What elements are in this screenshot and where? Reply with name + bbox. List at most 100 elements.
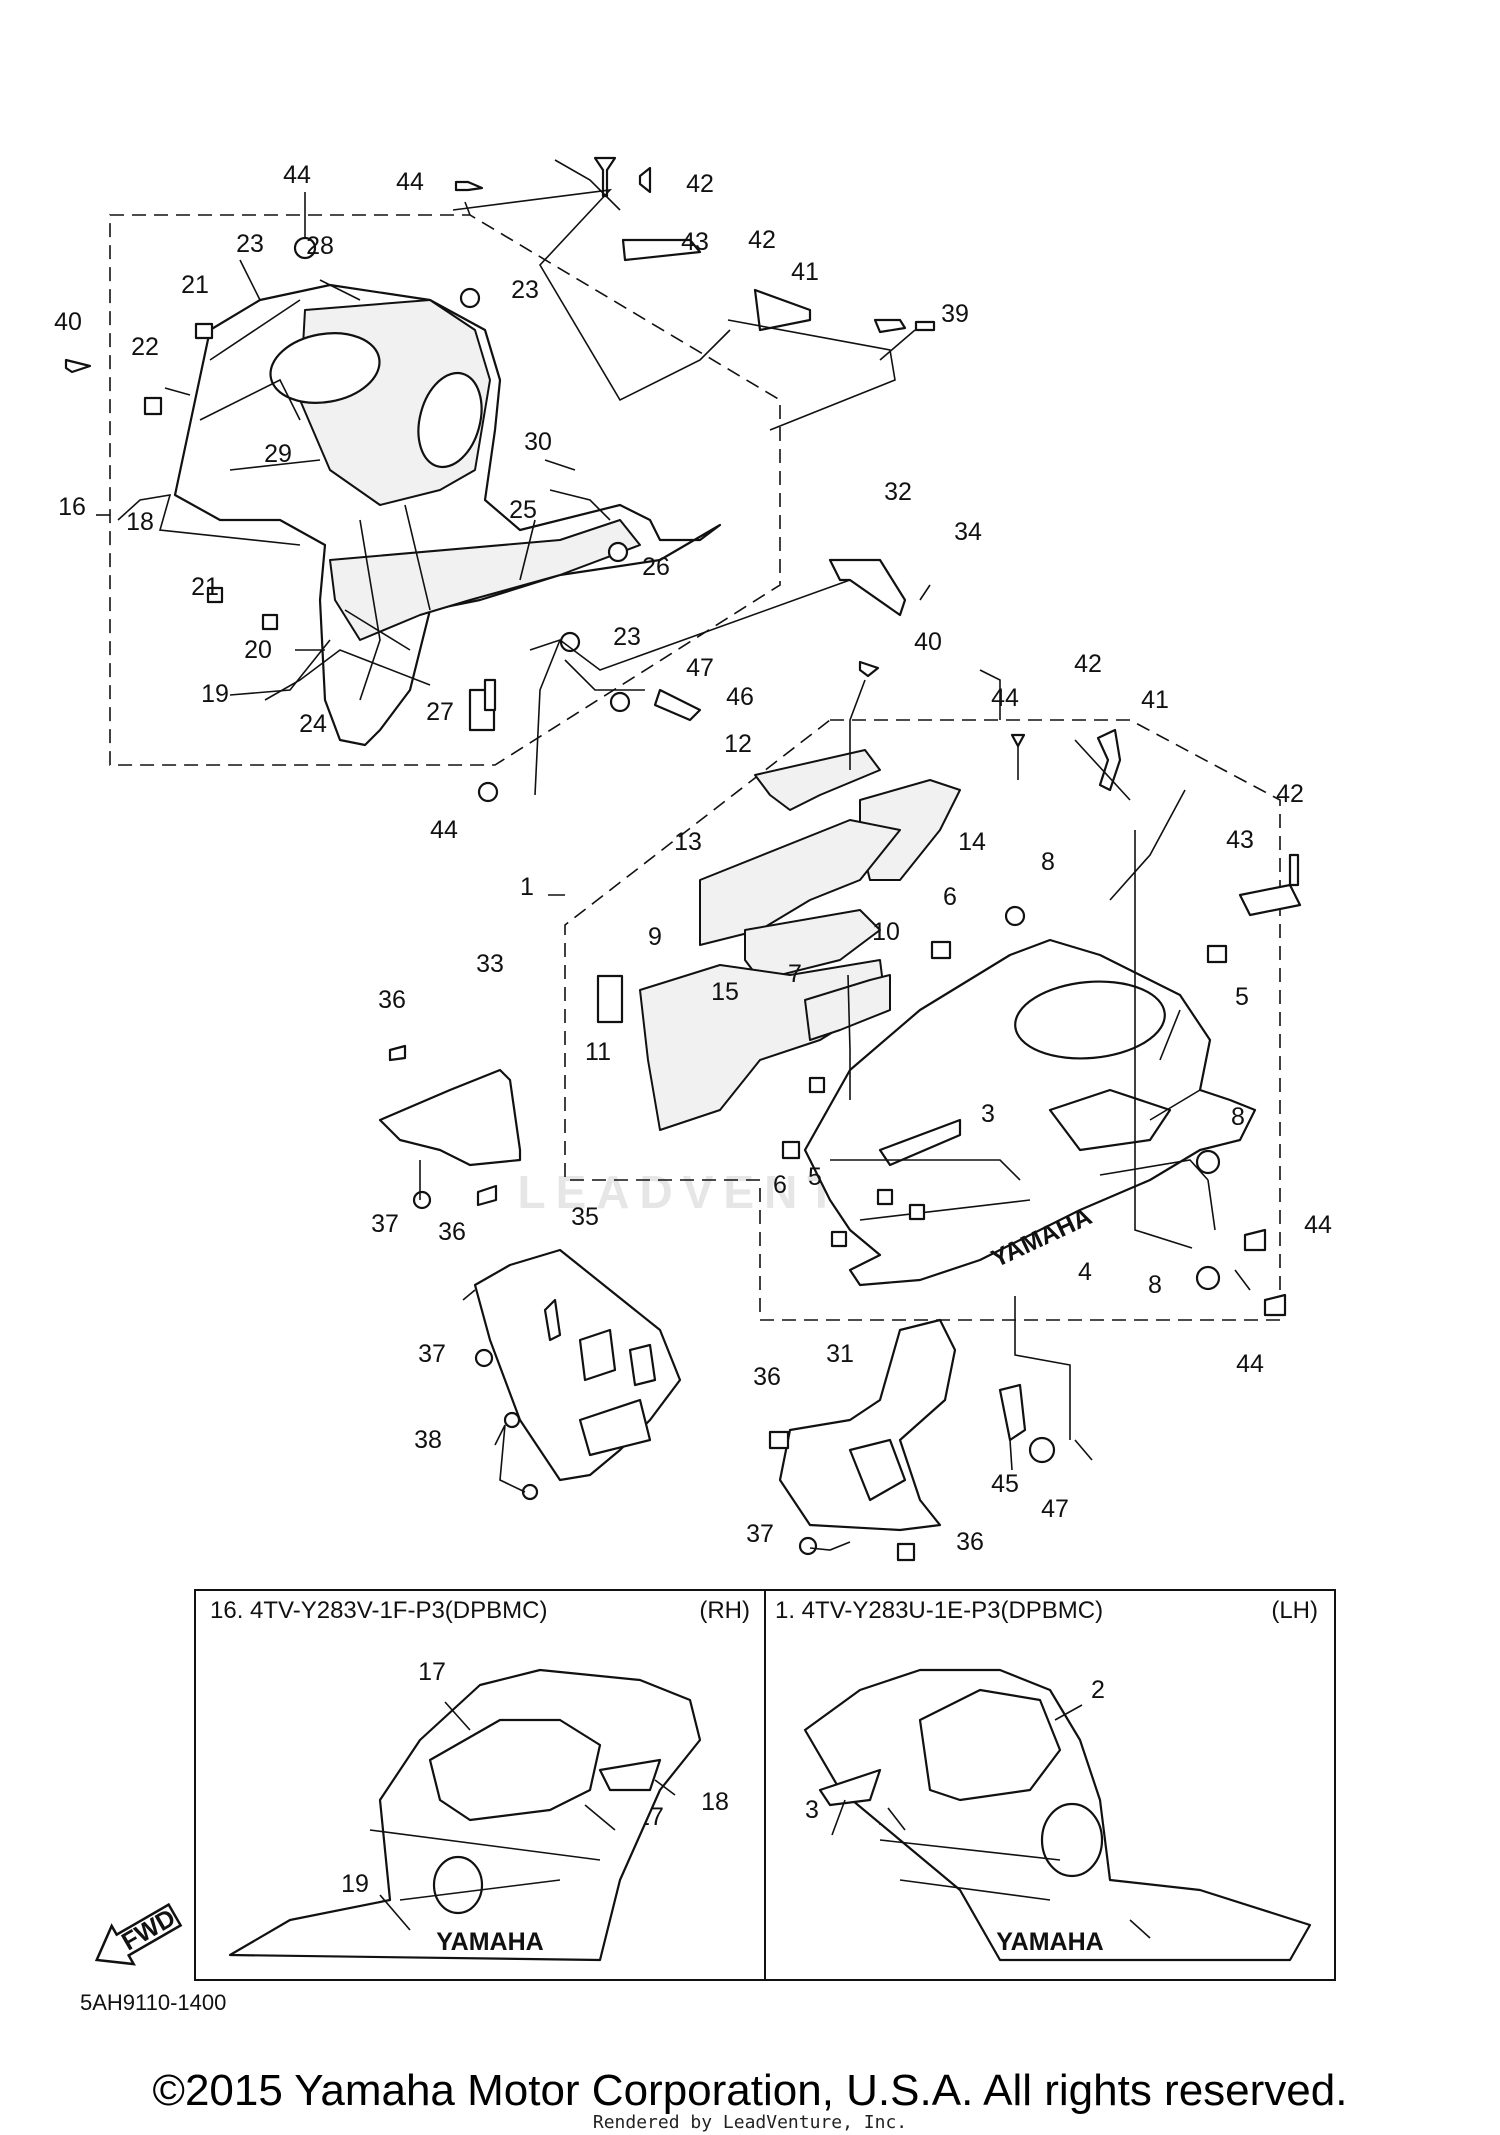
part-label: 37 [418, 1340, 446, 1368]
rh-decal-18 [598, 1758, 662, 1792]
part-label: 38 [414, 1426, 442, 1454]
part-label: 27 [426, 698, 454, 726]
part-label: 41 [1141, 686, 1169, 714]
part-label: 44 [1236, 1350, 1264, 1378]
panel-31 [778, 1318, 957, 1532]
part-label: 44 [396, 168, 424, 196]
part-label: 10 [872, 918, 900, 946]
part-label: 15 [711, 978, 739, 1006]
lh-box-title: 1. 4TV-Y283U-1E-P3(DPBMC) [775, 1597, 1103, 1624]
part-label: 16 [58, 493, 86, 521]
part-label: 37 [371, 1210, 399, 1238]
part-label: 36 [956, 1528, 984, 1556]
rh-fasteners [64, 156, 936, 803]
part-label: 33 [476, 950, 504, 978]
rh-yamaha-decal: YAMAHA [436, 1928, 543, 1956]
panel-15 [744, 909, 881, 981]
part-label: 47 [1041, 1495, 1069, 1523]
part-label: 11 [585, 1038, 611, 1066]
part-label: 30 [524, 428, 552, 456]
part-label: 9 [648, 923, 662, 951]
lh-fasteners [781, 728, 1302, 1317]
part-label: 2 [1091, 1676, 1105, 1704]
part-label: 6 [943, 883, 957, 911]
copyright-text: ©2015 Yamaha Motor Corporation, U.S.A. A… [152, 2066, 1348, 2115]
part-label: 42 [1074, 650, 1102, 678]
rh-leaders [117, 159, 931, 796]
part-label: 7 [788, 960, 802, 988]
rh-cowl-group [64, 156, 936, 803]
part-label: 3 [805, 1796, 819, 1824]
part-label: 6 [773, 1171, 787, 1199]
part-label: 25 [509, 496, 537, 524]
part-label: 20 [244, 636, 272, 664]
part-label: 46 [726, 683, 754, 711]
lh-decal-3 [818, 1768, 882, 1807]
part-label: 14 [958, 828, 986, 856]
part-label: 18 [701, 1788, 729, 1816]
fwd-arrow: FWD [94, 1902, 183, 1966]
part-label: 19 [341, 1870, 369, 1898]
part-label: 39 [941, 300, 969, 328]
part-label: 44 [1304, 1211, 1332, 1239]
part-label: 40 [54, 308, 82, 336]
part-label: 21 [181, 271, 209, 299]
part-label: 8 [1231, 1103, 1245, 1131]
part-label: 45 [991, 1470, 1019, 1498]
lh-variant-intake [918, 1688, 1062, 1802]
part-label: 44 [283, 161, 311, 189]
bracket-11 [596, 974, 624, 1024]
part-label: 26 [642, 553, 670, 581]
part-label: 24 [299, 710, 327, 738]
variant-boxes: 16. 4TV-Y283V-1F-P3(DPBMC) (RH) 1. 4TV-Y… [194, 1589, 1336, 1981]
panel-13 [699, 819, 901, 946]
part-label: 22 [131, 333, 159, 361]
panel-12 [754, 749, 881, 811]
part-label: 19 [201, 680, 229, 708]
part-label: 42 [1276, 780, 1304, 808]
panel-33-group [378, 1044, 522, 1210]
lh-leaders [847, 669, 1251, 1461]
part-label: 12 [724, 730, 752, 758]
lh-box-side: (LH) [1271, 1597, 1318, 1624]
part-label: 31 [826, 1340, 854, 1368]
part-label: 40 [914, 628, 942, 656]
rh-intake-opening [269, 332, 381, 404]
part-label: 18 [126, 508, 154, 536]
rh-variant-intake [428, 1718, 602, 1822]
bracket-32 [828, 558, 907, 617]
part-label: 17 [418, 1658, 446, 1686]
panel-31-group [768, 1318, 1056, 1562]
lh-intake-opening [1014, 980, 1166, 1060]
fwd-label: FWD [117, 1904, 180, 1957]
part-label: 5 [808, 1163, 822, 1191]
diagram-code: 5AH9110-1400 [80, 1990, 227, 2015]
part-label: 43 [1226, 826, 1254, 854]
panel-33 [378, 1068, 522, 1167]
part-label: 13 [674, 828, 702, 856]
rendered-by-text: Rendered by LeadVenture, Inc. [592, 2112, 908, 2133]
rh-box-side: (RH) [699, 1597, 750, 1624]
part-label: 36 [438, 1218, 466, 1246]
lh-cowl-group: YAMAHA [548, 669, 1302, 1461]
part-label: 23 [511, 276, 539, 304]
part-label: 35 [571, 1203, 599, 1231]
part-label: 1 [520, 873, 534, 901]
part-label: 32 [884, 478, 912, 506]
part-label: 42 [748, 226, 776, 254]
part-label: 44 [430, 816, 458, 844]
lh-group-outline [564, 719, 1281, 1321]
part-label: 44 [991, 684, 1019, 712]
part-label: 4 [1078, 1258, 1092, 1286]
part-label: 36 [753, 1363, 781, 1391]
part-label: 37 [746, 1520, 774, 1548]
part-label: 34 [954, 518, 982, 546]
part-label: 5 [1235, 983, 1249, 1011]
lh-yamaha-decal: YAMAHA [996, 1928, 1103, 1956]
part-label: 29 [264, 440, 292, 468]
part-label: 8 [1041, 848, 1055, 876]
part-label: 21 [191, 573, 219, 601]
rh-box-title: 16. 4TV-Y283V-1F-P3(DPBMC) [210, 1597, 547, 1624]
